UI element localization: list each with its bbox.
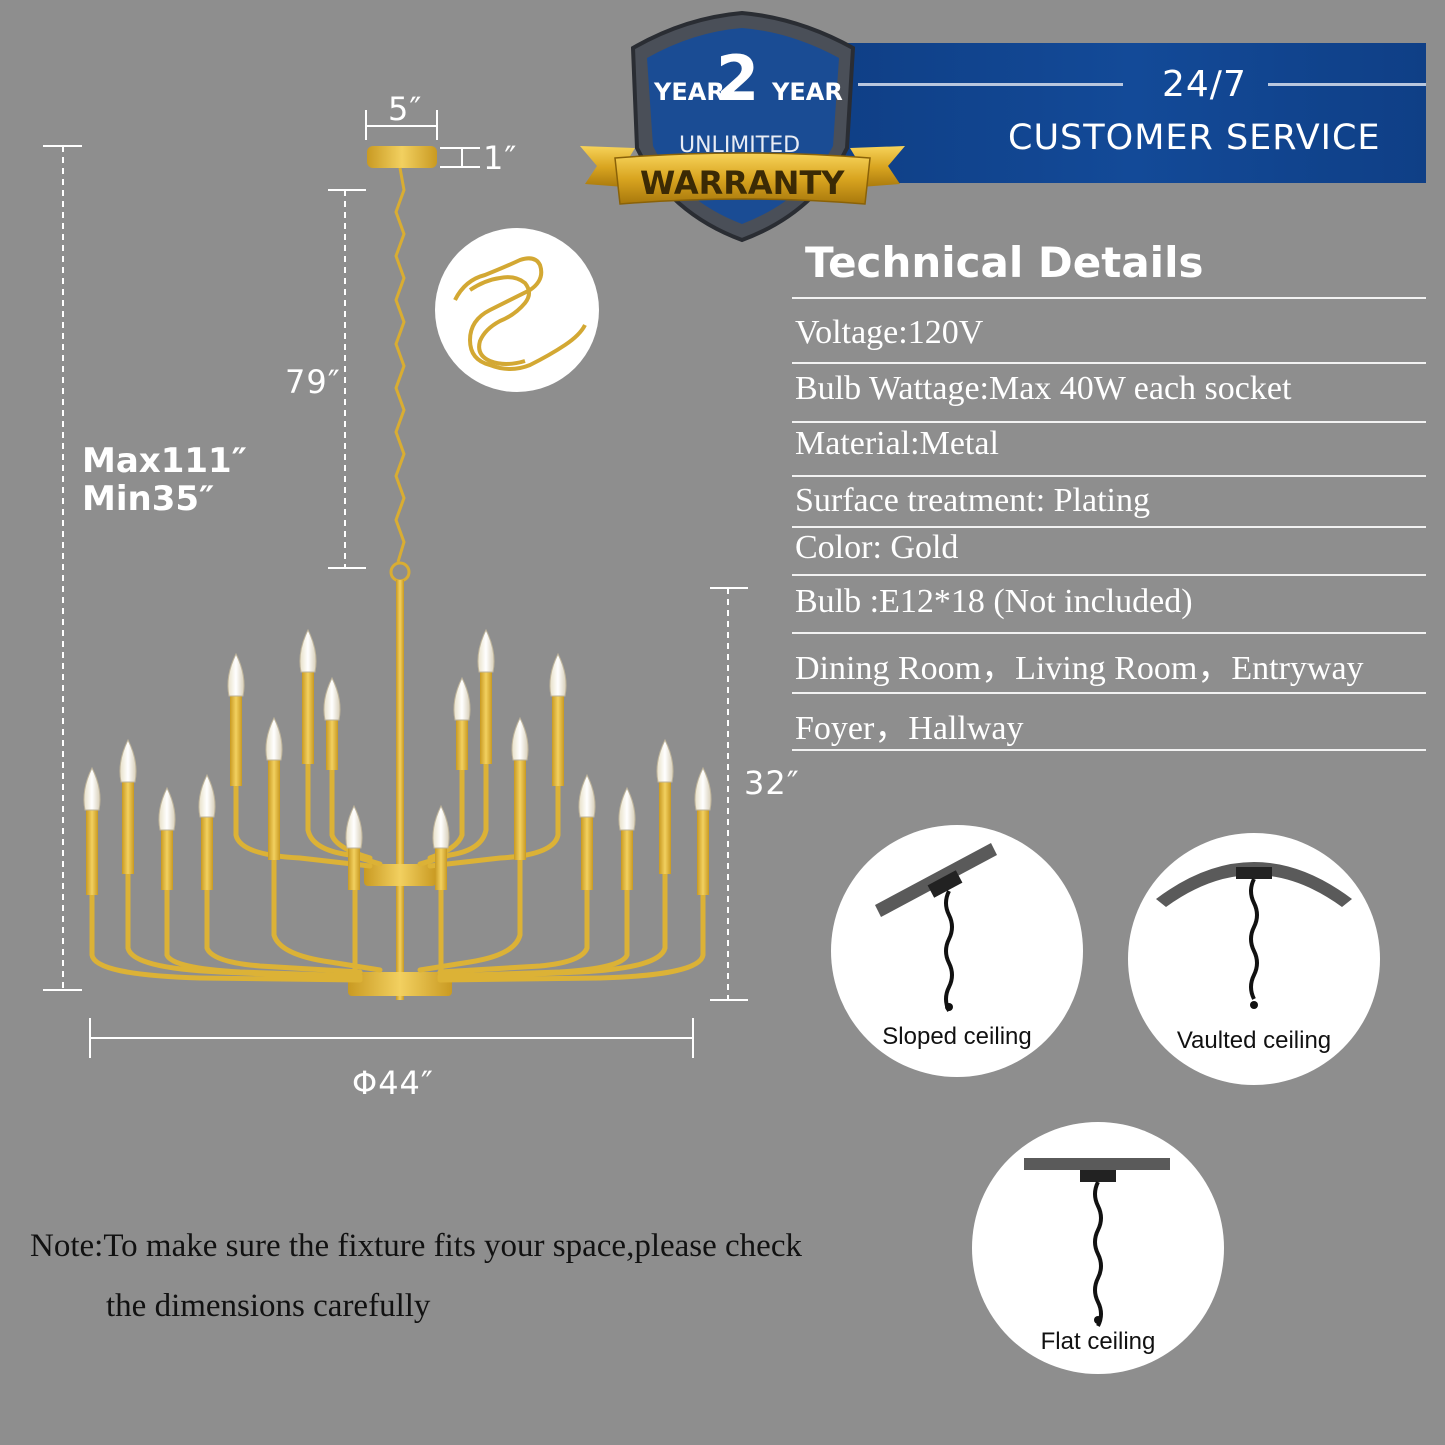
candle-bulb [227, 652, 245, 697]
tech-row-wattage: Bulb Wattage:Max 40W each socket [795, 370, 1292, 407]
chain-length-label: 79″ [285, 363, 341, 401]
tech-row-rooms: Dining Room，Living Room，Entryway [795, 650, 1364, 687]
flat-ceiling-icon [1024, 1158, 1170, 1327]
min-height-label: Min35″ [82, 479, 215, 519]
vaulted-ceiling-label: Vaulted ceiling [1176, 1027, 1332, 1054]
candle-bulb [345, 804, 363, 849]
note-line-1: Note:To make sure the fixture fits your … [30, 1228, 802, 1264]
candle-sleeve [230, 696, 242, 786]
customer-service-banner [838, 43, 1426, 183]
candle-sleeve [435, 848, 447, 890]
sloped-ceiling-icon [875, 843, 997, 1012]
canopy-height-label: 1″ [483, 139, 518, 177]
candle-sleeve [326, 720, 338, 770]
tech-row-bulb: Bulb :E12*18 (Not included) [795, 583, 1193, 620]
candle-bulb [618, 786, 636, 831]
canopy-width-label: 5″ [388, 90, 423, 128]
candle-sleeve [552, 696, 564, 786]
candle-bulb [299, 628, 317, 673]
candle-sleeve [348, 848, 360, 890]
service-hours: 24/7 [1162, 64, 1247, 105]
note-line-2: the dimensions carefully [106, 1288, 431, 1324]
warranty-year-right: YEAR [772, 78, 843, 106]
candle-sleeve [161, 830, 173, 890]
candle-bulb [265, 716, 283, 761]
candle-bulb [694, 766, 712, 811]
flat-ceiling-diagram: Flat ceiling [972, 1122, 1224, 1374]
candle-sleeve [659, 782, 671, 874]
candle-sleeve [268, 760, 280, 860]
body-height-label: 32″ [744, 764, 800, 802]
sloped-ceiling-label: Sloped ceiling [882, 1023, 1032, 1050]
candle-sleeve [480, 672, 492, 764]
candle-sleeve [302, 672, 314, 764]
candle-sleeve [514, 760, 526, 860]
candle-sleeve [86, 810, 98, 895]
dimension-lines [43, 110, 748, 1058]
vaulted-ceiling-diagram: Vaulted ceiling [1128, 833, 1380, 1085]
candle-bulb [432, 804, 450, 849]
warranty-label: WARRANTY [640, 164, 845, 202]
candle-bulb [119, 738, 137, 783]
candle-sleeve [456, 720, 468, 770]
candle-sleeve [621, 830, 633, 890]
candle-sleeve [581, 817, 593, 890]
warranty-years-number: 2 [716, 42, 760, 115]
warranty-shield-icon [580, 10, 905, 243]
candle-bulb [453, 676, 471, 721]
customer-service-label: CUSTOMER SERVICE [1008, 118, 1381, 158]
flat-ceiling-label: Flat ceiling [1040, 1328, 1156, 1355]
tech-row-material: Material:Metal [795, 425, 999, 462]
candle-sleeve [697, 810, 709, 895]
candle-bulb [656, 738, 674, 783]
tech-details-title: Technical Details [805, 238, 1204, 287]
tech-row-color: Color: Gold [795, 529, 959, 566]
candle-bulb [477, 628, 495, 673]
warranty-year-left: YEAR [654, 78, 725, 106]
tech-row-surface: Surface treatment: Plating [795, 482, 1150, 519]
tech-row-rooms-2: Foyer，Hallway [795, 710, 1024, 747]
candle-sleeve [201, 817, 213, 890]
candle-bulb [578, 773, 596, 818]
sloped-ceiling-diagram: Sloped ceiling [831, 825, 1083, 1077]
warranty-unlimited: UNLIMITED [679, 133, 801, 158]
tech-row-voltage: Voltage:120V [795, 314, 984, 351]
diameter-label: Φ44″ [352, 1064, 434, 1102]
candle-bulb [511, 716, 529, 761]
vaulted-ceiling-icon [1156, 862, 1352, 1009]
candle-bulb [549, 652, 567, 697]
chandelier-dimension-diagram [43, 110, 748, 1058]
candle-bulb [198, 773, 216, 818]
max-height-label: Max111″ [82, 441, 247, 481]
candle-bulb [158, 786, 176, 831]
candle-bulb [323, 676, 341, 721]
candle-sleeve [122, 782, 134, 874]
candle-bulb [83, 766, 101, 811]
